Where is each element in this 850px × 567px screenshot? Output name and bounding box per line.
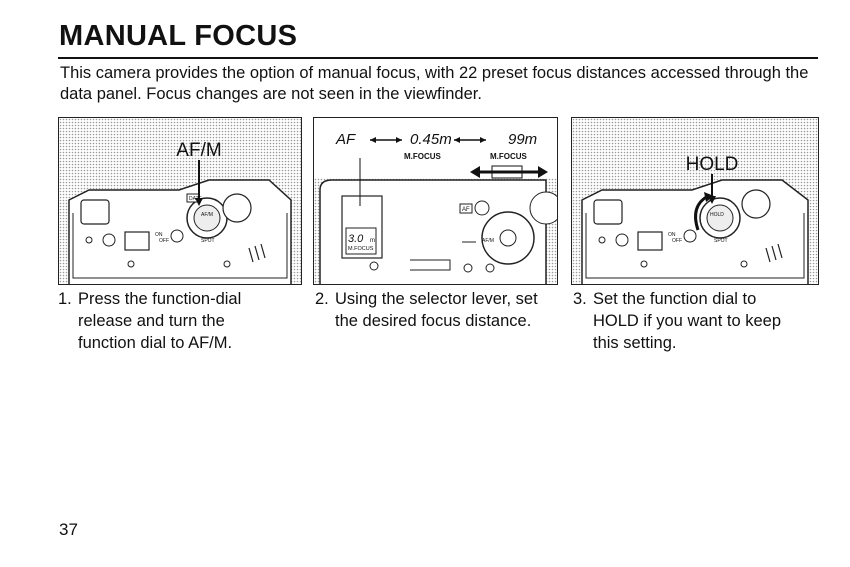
lcd-focus-label: M.FOCUS xyxy=(348,246,374,252)
panel-far-readout: 99m xyxy=(508,131,537,148)
illustration-function-dial-hold: HOLD HOLD SPOT ON OFF xyxy=(571,117,819,285)
dial-label-spot: SPOT xyxy=(201,238,215,244)
step-number: 2. xyxy=(315,290,329,308)
panel-af-readout: AF xyxy=(335,131,356,148)
dial-label-date: DATE xyxy=(189,196,203,202)
lcd-focus-value: 3.0 xyxy=(348,233,364,245)
intro-paragraph: This camera provides the option of manua… xyxy=(60,64,809,103)
step-text: Press the function-dial release and turn… xyxy=(78,290,242,352)
step-1: 1. Press the function-dial release and t… xyxy=(58,288,303,354)
step-text: Set the function dial to HOLD if you wan… xyxy=(593,290,782,352)
dial-label-on: ON xyxy=(155,232,163,238)
step-3: 3. Set the function dial to HOLD if you … xyxy=(573,288,823,354)
title-rule xyxy=(58,57,818,59)
step-number: 3. xyxy=(573,290,587,308)
page-title: MANUAL FOCUS xyxy=(59,20,298,52)
dial-label-on: ON xyxy=(668,232,676,238)
dial-label-off: OFF xyxy=(159,238,169,244)
af-button-label: AF xyxy=(462,207,470,213)
focus-label-left: M.FOCUS xyxy=(404,152,442,161)
step-number: 1. xyxy=(58,290,72,308)
illustration-function-dial-afm: AF/M DATE AF/M SPOT ON OFF xyxy=(58,117,302,285)
callout-hold: HOLD xyxy=(686,154,739,175)
dial-label-afm: AF/M xyxy=(482,238,494,244)
page-number: 37 xyxy=(59,520,78,539)
illustration-selector-lever: AF 0.45m 99m M.FOCUS M.FOCUS 3.0 m M.FOC… xyxy=(313,117,558,285)
dial-label-hold: HOLD xyxy=(710,212,724,218)
dial-label-off: OFF xyxy=(672,238,682,244)
lcd-focus-unit: m xyxy=(370,238,375,244)
focus-label-right: M.FOCUS xyxy=(490,152,528,161)
dial-label-spot: SPOT xyxy=(714,238,728,244)
step-2: 2. Using the selector lever, set the des… xyxy=(315,288,565,332)
step-text: Using the selector lever, set the desire… xyxy=(335,290,538,330)
panel-near-readout: 0.45m xyxy=(410,131,452,148)
callout-afm: AF/M xyxy=(176,140,221,161)
dial-label-afm: AF/M xyxy=(201,212,213,218)
